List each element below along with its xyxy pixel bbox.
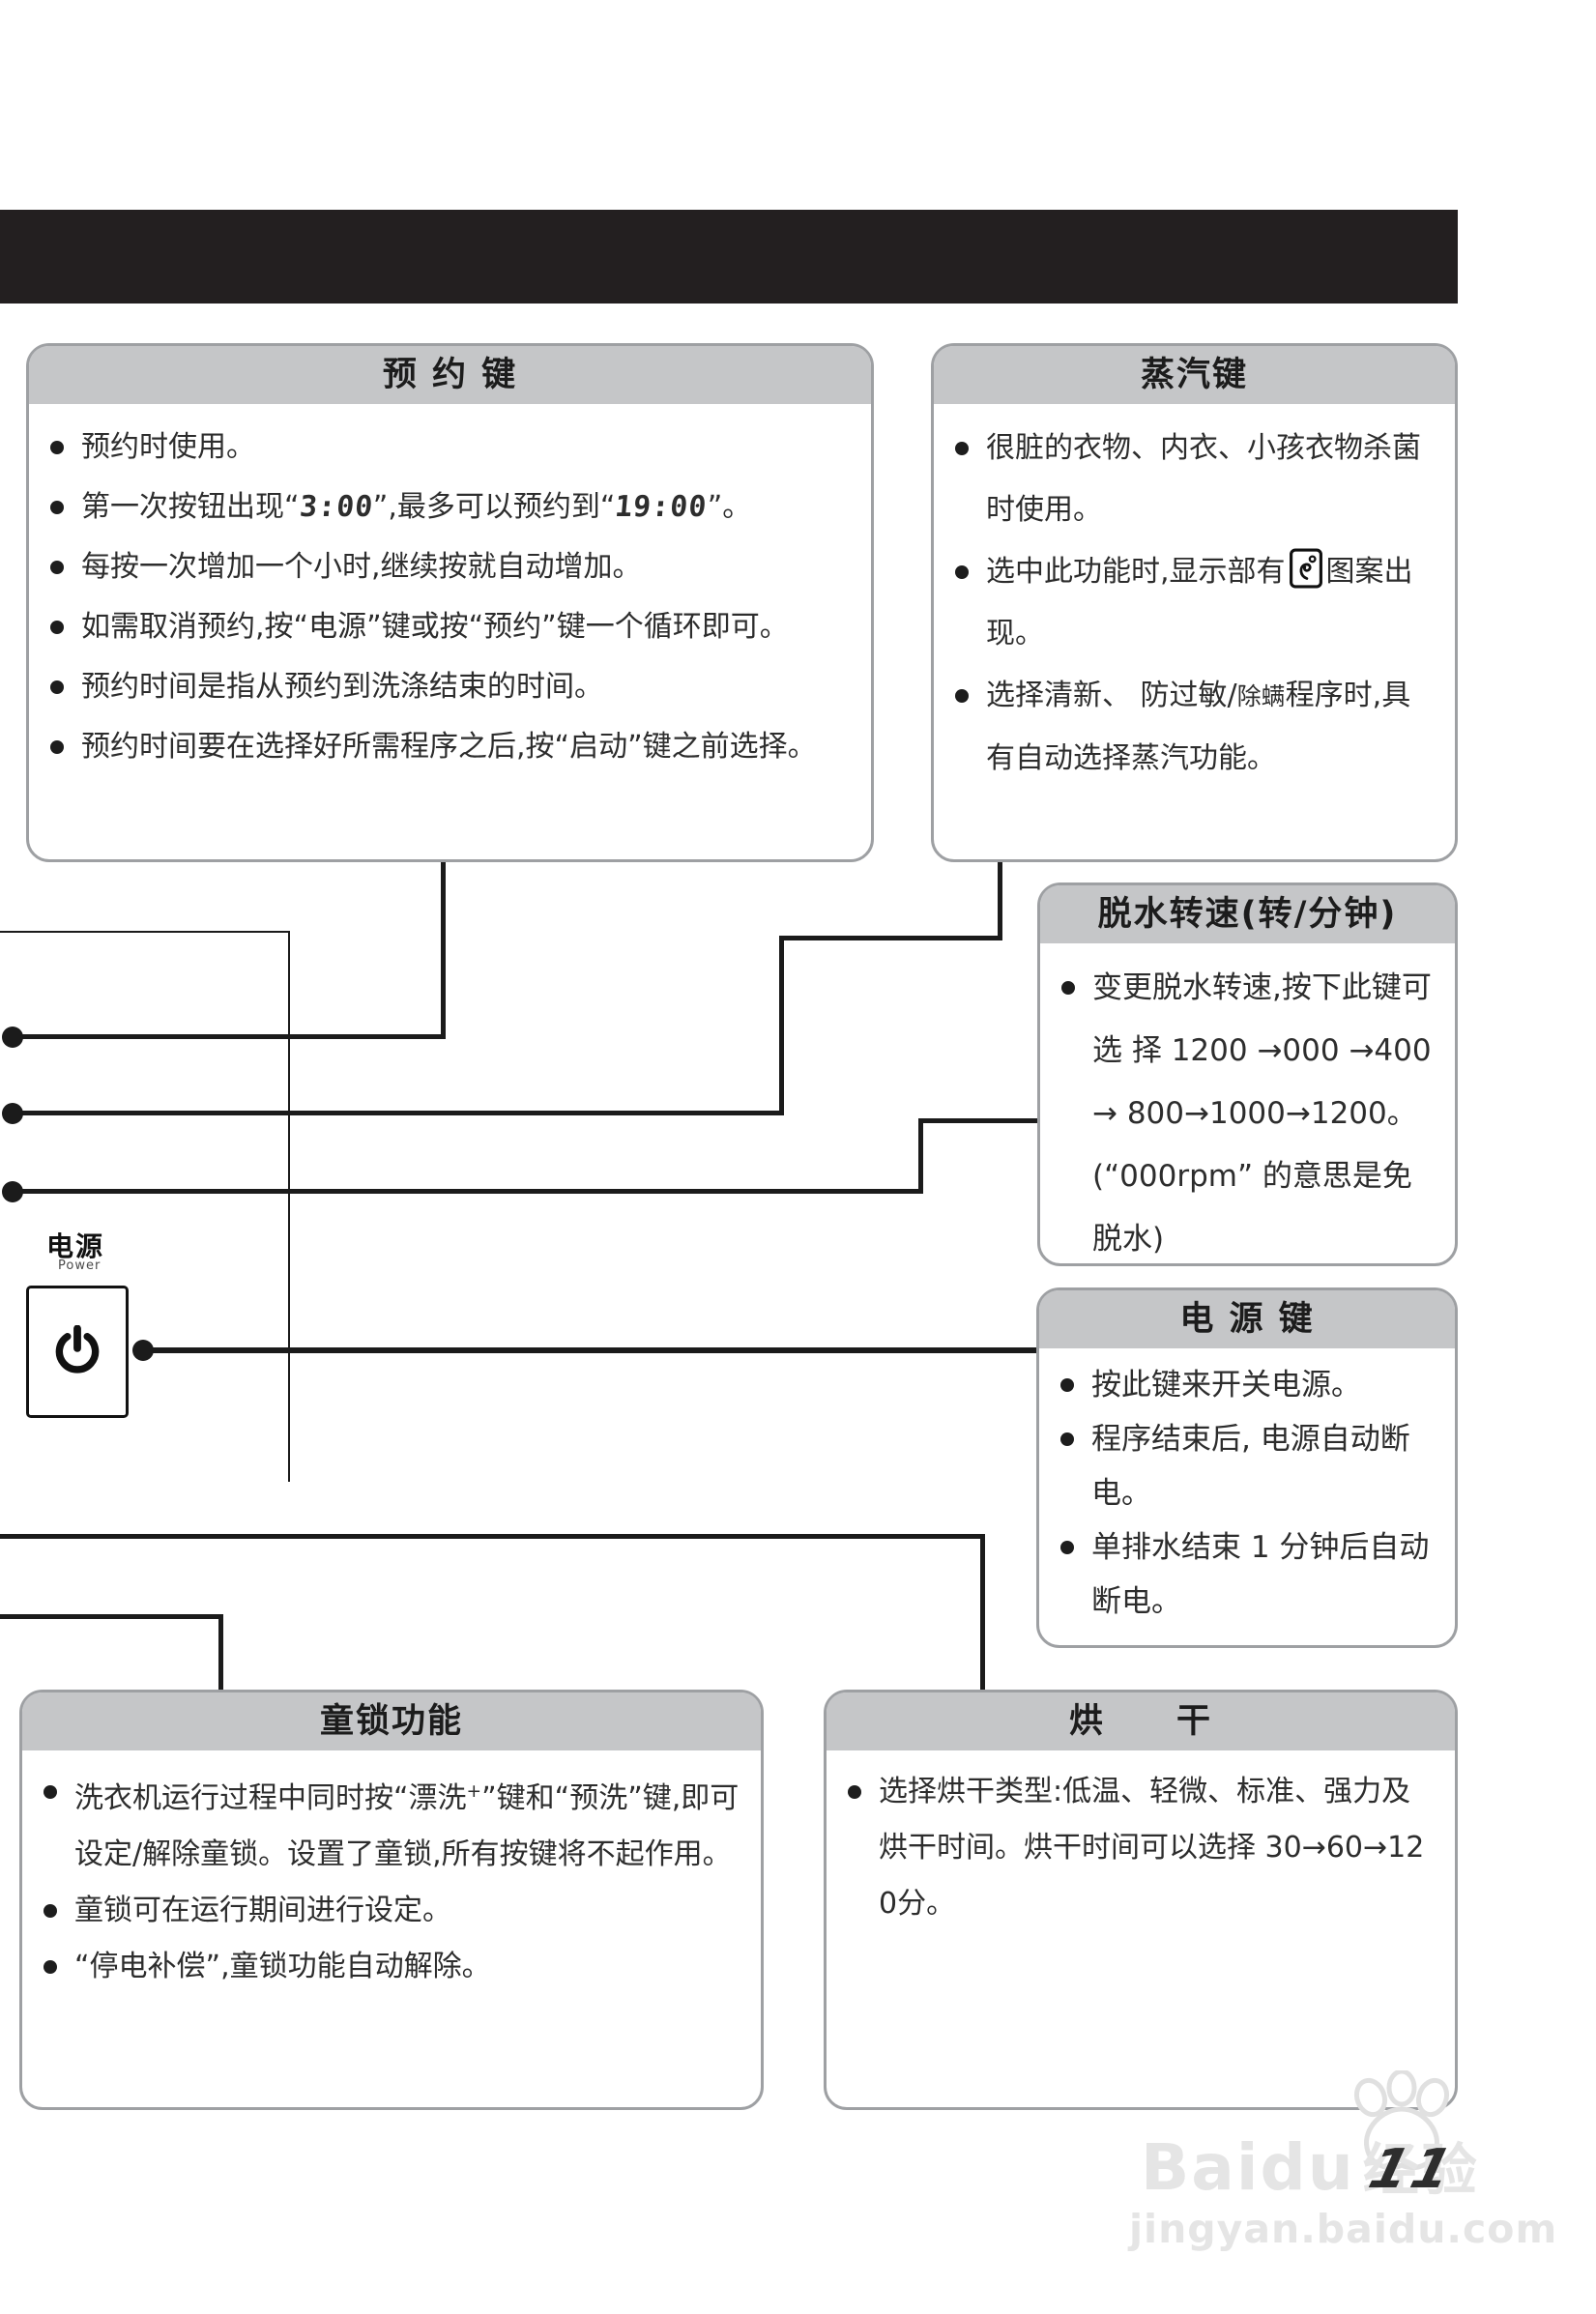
bullet-item: 选中此功能时,显示部有图案出现。	[947, 541, 1436, 665]
connector-steam-h1	[13, 1111, 784, 1115]
bullet-item: 按此键来开关电源。	[1053, 1358, 1436, 1412]
bullet-list-spin: 变更脱水转速,按下此键可选 择 1200 →000 →400 → 800→100…	[1054, 957, 1436, 1271]
connector-dot-power	[132, 1340, 154, 1361]
box-title-dry: 烘 干	[827, 1692, 1455, 1750]
box-title-steam: 蒸汽键	[934, 346, 1455, 404]
power-label-en: Power	[58, 1258, 102, 1273]
bullet-item: 童锁可在运行期间进行设定。	[36, 1883, 741, 1939]
connector-childlock-v	[218, 1614, 223, 1690]
callout-child-lock: 童锁功能 洗衣机运行过程中同时按“漂洗+”键和“预洗”键,即可设定/解除童锁。设…	[19, 1690, 764, 2110]
connector-steam-v1	[779, 936, 784, 1115]
bullet-list-steam: 很脏的衣物、内衣、小孩衣物杀菌时使用。选中此功能时,显示部有图案出现。选择清新、…	[947, 418, 1436, 790]
bullet-item: 预约时间是指从预约到洗涤结束的时间。	[43, 657, 852, 717]
bullet-list-reserve: 预约时使用。第一次按钮出现“3:00”,最多可以预约到“19:00”。每按一次增…	[43, 418, 852, 777]
pointer-line-thin-v	[288, 931, 290, 1482]
connector-steam-v2	[998, 862, 1002, 940]
connector-reserve-h	[13, 1034, 444, 1039]
bullet-list-dry: 选择烘干类型:低温、轻微、标准、强力及烘干时间。烘干时间可以选择 30→60→1…	[840, 1764, 1436, 1932]
callout-steam-key: 蒸汽键 很脏的衣物、内衣、小孩衣物杀菌时使用。选中此功能时,显示部有图案出现。选…	[931, 343, 1458, 862]
box-title-spin: 脱水转速(转/分钟)	[1040, 885, 1455, 943]
callout-reserve-key: 预 约 键 预约时使用。第一次按钮出现“3:00”,最多可以预约到“19:00”…	[26, 343, 874, 862]
connector-dot-2	[2, 1103, 23, 1124]
power-button	[26, 1286, 129, 1418]
bullet-item: 预约时使用。	[43, 418, 852, 477]
callout-spin-speed: 脱水转速(转/分钟) 变更脱水转速,按下此键可选 择 1200 →000 →40…	[1037, 882, 1458, 1266]
bullet-item: 单排水结束 1 分钟后自动断电。	[1053, 1520, 1436, 1629]
box-title-power: 电 源 键	[1039, 1290, 1455, 1348]
connector-steam-h2	[779, 936, 1002, 940]
connector-dry-h	[0, 1534, 985, 1539]
connector-reserve-v	[441, 862, 446, 1039]
connector-dot-1	[2, 1027, 23, 1048]
header-bar	[0, 210, 1458, 304]
page-number: 11	[1362, 2138, 1463, 2201]
watermark-brand-cn: 经验	[1362, 2137, 1479, 2203]
bullet-item: “停电补偿”,童锁功能自动解除。	[36, 1939, 741, 1995]
bullet-item: 很脏的衣物、内衣、小孩衣物杀菌时使用。	[947, 418, 1436, 541]
connector-dot-3	[2, 1181, 23, 1202]
bullet-item: 程序结束后, 电源自动断电。	[1053, 1412, 1436, 1520]
baidu-paw-icon	[1353, 2070, 1450, 2171]
steam-icon	[1289, 548, 1323, 589]
callout-dry: 烘 干 选择烘干类型:低温、轻微、标准、强力及烘干时间。烘干时间可以选择 30→…	[824, 1690, 1458, 2110]
bullet-item: 每按一次增加一个小时,继续按就自动增加。	[43, 537, 852, 597]
power-label-cn: 电源	[46, 1230, 105, 1262]
power-icon	[52, 1324, 102, 1379]
callout-power-key: 电 源 键 按此键来开关电源。程序结束后, 电源自动断电。单排水结束 1 分钟后…	[1036, 1287, 1458, 1648]
watermark-brand-en: Baidu	[1141, 2130, 1355, 2205]
bullet-item: 洗衣机运行过程中同时按“漂洗+”键和“预洗”键,即可设定/解除童锁。设置了童锁,…	[36, 1764, 741, 1883]
connector-dry-v	[980, 1534, 985, 1690]
bullet-item: 选择清新、 防过敏/除螨程序时,具有自动选择蒸汽功能。	[947, 665, 1436, 790]
bullet-item: 变更脱水转速,按下此键可选 择 1200 →000 →400 → 800→100…	[1054, 957, 1436, 1271]
box-title-reserve: 预 约 键	[29, 346, 871, 404]
bullet-list-childlock: 洗衣机运行过程中同时按“漂洗+”键和“预洗”键,即可设定/解除童锁。设置了童锁,…	[36, 1764, 741, 1995]
bullet-list-power: 按此键来开关电源。程序结束后, 电源自动断电。单排水结束 1 分钟后自动断电。	[1053, 1358, 1436, 1629]
connector-spin-h1	[13, 1189, 923, 1194]
connector-childlock-h	[0, 1614, 223, 1619]
box-title-childlock: 童锁功能	[22, 1692, 761, 1750]
connector-spin-v1	[918, 1118, 923, 1194]
pointer-line-thin-h	[0, 931, 290, 933]
bullet-item: 如需取消预约,按“电源”键或按“预约”键一个循环即可。	[43, 597, 852, 657]
bullet-item: 预约时间要在选择好所需程序之后,按“启动”键之前选择。	[43, 717, 852, 777]
connector-spin-h2	[918, 1118, 1037, 1123]
connector-power-h	[143, 1347, 1036, 1353]
watermark-url: jingyan.baidu.com	[1129, 2206, 1558, 2252]
bullet-item: 选择烘干类型:低温、轻微、标准、强力及烘干时间。烘干时间可以选择 30→60→1…	[840, 1764, 1436, 1932]
bullet-item: 第一次按钮出现“3:00”,最多可以预约到“19:00”。	[43, 477, 852, 537]
